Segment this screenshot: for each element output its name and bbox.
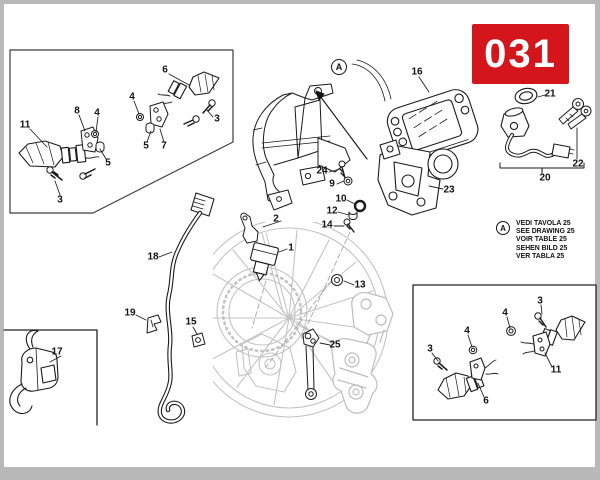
- screw-3-br-right: [534, 312, 547, 328]
- instrument-cluster: [386, 89, 479, 162]
- marker-a-arrow: [315, 90, 368, 160]
- washer-4-br-left: [468, 345, 478, 355]
- ignition-ring-21: [514, 87, 538, 105]
- sensor-bracket-2: [240, 212, 259, 244]
- mounting-bracket: [377, 139, 459, 216]
- note-line: VEDI TAVOLA 25: [516, 220, 571, 227]
- signal-bracket-7: [149, 101, 169, 128]
- sensor-cable-18: [157, 192, 215, 424]
- bottom-right-box: [412, 284, 597, 421]
- turn-signal-6-top: [157, 71, 220, 106]
- screw-3b: [202, 99, 216, 114]
- screw-8b: [79, 168, 96, 180]
- washer-4b: [136, 113, 144, 121]
- nut-13: [331, 274, 343, 286]
- washer-4a: [91, 130, 99, 138]
- fastener-group: [338, 160, 367, 233]
- keys-22: [558, 98, 592, 130]
- view-marker-a: A: [331, 59, 347, 75]
- screw-3a: [46, 166, 63, 181]
- reference-note: A VEDI TAVOLA 25 SEE DRAWING 25 VOIR TAB…: [496, 220, 600, 261]
- table-number-badge: 031: [472, 24, 569, 84]
- note-line: VOIR TABLE 25: [516, 236, 567, 244]
- note-line: SEHEN BILD 25: [516, 244, 568, 252]
- nut-4-br-right: [506, 326, 516, 336]
- fairing-stay: [252, 59, 392, 211]
- turn-signal-11-bottom: [520, 315, 586, 357]
- note-line: VER TABLA 25: [516, 252, 565, 260]
- background-caliper: [331, 292, 394, 414]
- handlebar-switch-17: [9, 329, 59, 415]
- bushing-5a: [95, 141, 105, 153]
- turn-signal-6-bottom: [437, 357, 499, 400]
- speed-sensor-1: [250, 242, 279, 282]
- screw-3-br-left: [433, 357, 448, 371]
- note-marker-a: A: [496, 221, 510, 235]
- top-left-box: [9, 49, 234, 214]
- bushing-5b: [145, 122, 155, 134]
- cable-clip-19: [146, 314, 162, 334]
- sensor-mount-15: [191, 332, 206, 348]
- torque-rod-25: [302, 328, 320, 400]
- screw-7b: [183, 115, 200, 127]
- note-line: SEE DRAWING 25: [516, 228, 575, 236]
- leader-lines: [29, 73, 578, 398]
- ignition-switch-20: [499, 107, 585, 174]
